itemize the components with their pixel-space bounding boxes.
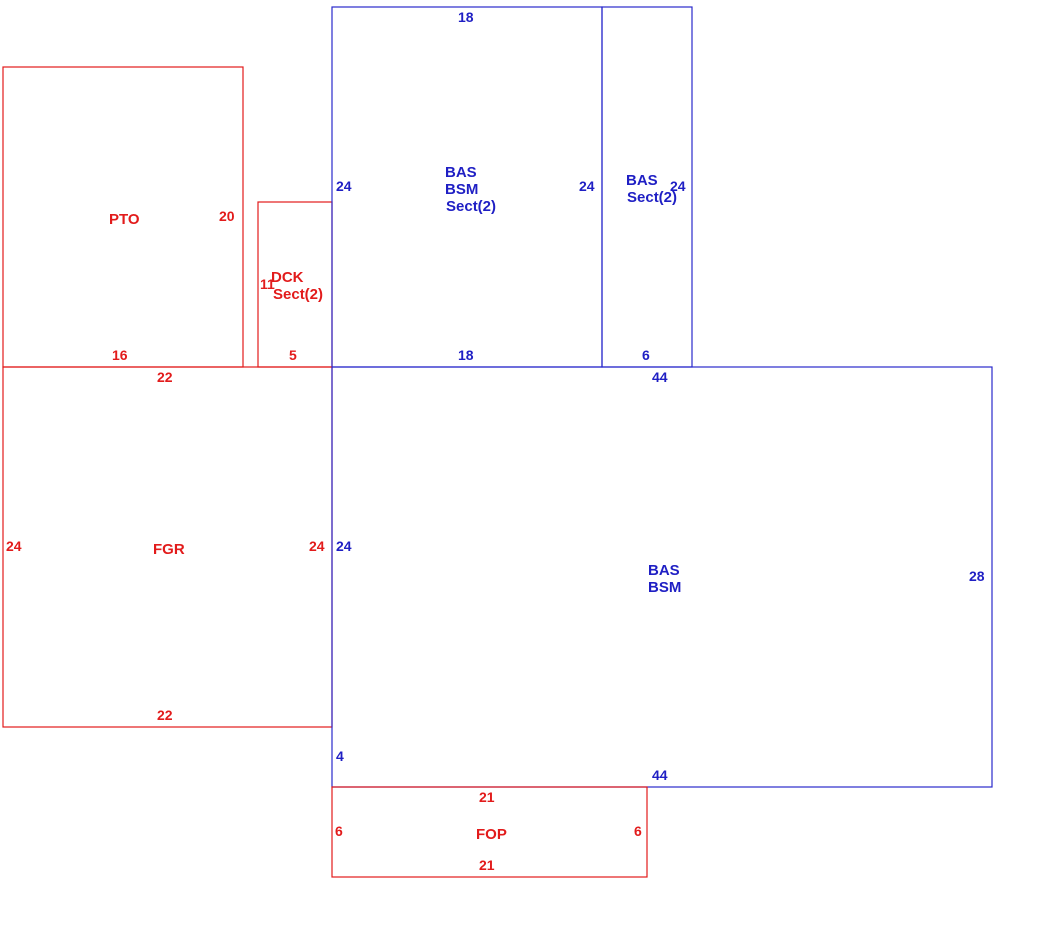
area-bas-sect2-dim-right: 24 (670, 178, 686, 194)
area-bas-bsm-main-dim-left: 24 (336, 538, 352, 554)
area-fgr-dim-top: 22 (157, 369, 173, 385)
area-bas-bsm-main-label-1: BAS (648, 562, 680, 579)
area-fgr-label: FGR (153, 541, 185, 558)
area-bas-bsm-sect2-dim-top: 18 (458, 9, 474, 25)
area-bas-bsm-sect2-label-2: BSM (445, 181, 478, 198)
area-fop-dim-top: 21 (479, 789, 495, 805)
area-bas-bsm-main-dim-left-lower: 4 (336, 748, 344, 764)
area-fgr-dim-right: 24 (309, 538, 325, 554)
area-pto-label: PTO (109, 211, 140, 228)
area-dck-sect: Sect(2) (273, 286, 323, 303)
area-fop-dim-left: 6 (335, 823, 343, 839)
area-bas-bsm-main-dim-right: 28 (969, 568, 985, 584)
area-bas-bsm-sect2-dim-right: 24 (579, 178, 595, 194)
area-fop[interactable]: 21 6 FOP 6 21 (331, 786, 648, 878)
area-bas-bsm-main-outline (331, 366, 993, 788)
area-dck-dim-left: 11 (260, 276, 275, 292)
area-fop-dim-right: 6 (634, 823, 642, 839)
area-bas-bsm-main[interactable]: 44 24 BAS BSM 28 4 44 (331, 366, 993, 788)
area-bas-sect2-dim-bottom: 6 (642, 347, 650, 363)
area-bas-bsm-main-dim-top: 44 (652, 369, 668, 385)
area-bas-bsm-sect2[interactable]: 18 24 BAS BSM Sect(2) 24 18 (331, 6, 603, 368)
area-dck-label: DCK (271, 269, 304, 286)
area-bas-bsm-sect2-dim-bottom: 18 (458, 347, 474, 363)
area-bas-sect2-sect: Sect(2) (627, 189, 677, 206)
area-dck[interactable]: 11 DCK Sect(2) 5 (257, 201, 333, 368)
area-fop-dim-bottom: 21 (479, 857, 495, 873)
area-fgr[interactable]: 22 24 FGR 24 22 (2, 366, 333, 728)
area-pto[interactable]: PTO 20 16 (2, 66, 244, 368)
area-bas-sect2[interactable]: BAS Sect(2) 24 6 (601, 6, 693, 368)
area-dck-dim-bottom: 5 (289, 347, 297, 363)
area-bas-bsm-sect2-sect: Sect(2) (446, 198, 496, 215)
area-bas-bsm-main-label-2: BSM (648, 579, 681, 596)
area-bas-bsm-sect2-dim-left: 24 (336, 178, 352, 194)
area-bas-bsm-sect2-label-1: BAS (445, 164, 477, 181)
area-pto-dim-bottom: 16 (112, 347, 128, 363)
area-bas-bsm-main-dim-bottom: 44 (652, 767, 668, 783)
area-bas-sect2-label: BAS (626, 172, 658, 189)
area-fgr-dim-bottom: 22 (157, 707, 173, 723)
area-fop-label: FOP (476, 826, 507, 843)
area-pto-dim-right: 20 (219, 208, 235, 224)
area-fop-outline (331, 786, 648, 878)
area-fgr-dim-left: 24 (6, 538, 22, 554)
